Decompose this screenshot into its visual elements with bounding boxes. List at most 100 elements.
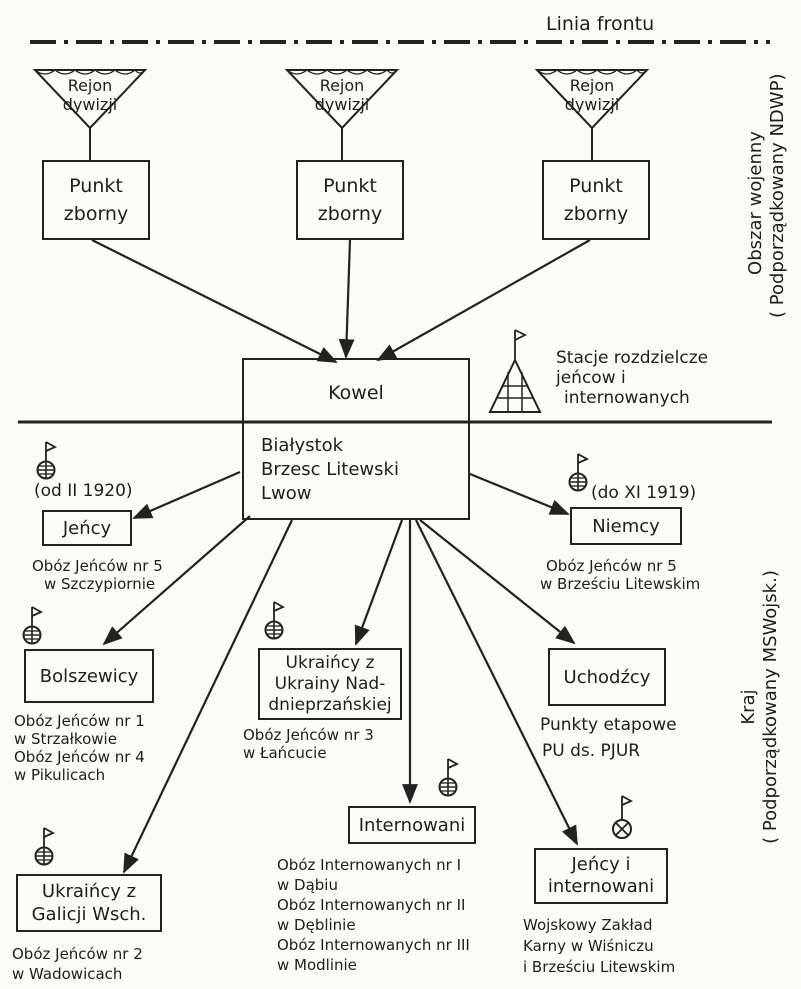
jency-int-title1: Jeńcy i <box>571 854 631 875</box>
niemcy-caption1: Obóz Jeńców nr 5 <box>546 557 677 575</box>
collection-point-line1: Punkt <box>569 175 623 197</box>
internowani-caption: Obóz Internowanych nr I w Dąbiu Obóz Int… <box>277 855 470 975</box>
niemcy-caption2: w Brześciu Litewskim <box>540 575 701 593</box>
ukraincy-nad-title1: Ukraińcy z <box>285 652 375 673</box>
jency-caption1: Obóz Jeńców nr 5 <box>32 557 163 575</box>
ukraincy-nad-box: Ukraińcy z Ukrainy Nad- dnieprzańskiej <box>258 648 402 720</box>
station-icon-internowani <box>438 758 458 797</box>
home-zone-line1: Kraj <box>738 689 759 725</box>
collection-point-line1: Punkt <box>323 175 377 197</box>
hub-box: Kowel Białystok Brzesc Litewski Lwow <box>242 358 470 520</box>
jency-caption: Obóz Jeńców nr 5 w Szczypiornie <box>32 557 163 593</box>
collection-point-line1: Punkt <box>69 175 123 197</box>
uchodzcy-caption: Punkty etapowe PU ds. PJUR <box>540 712 677 764</box>
collection-point-box-2: Punkt zborny <box>296 160 404 240</box>
hub-line1: Białystok <box>261 435 344 456</box>
bolszewicy-caption3: Obóz Jeńców nr 4 <box>14 748 145 766</box>
legend-line2: jeńcow i <box>556 368 626 388</box>
bolszewicy-caption4: w Pikulicach <box>14 766 106 784</box>
ukraincy-gal-caption2: w Wadowicach <box>12 965 123 983</box>
collection-point-box-3: Punkt zborny <box>542 160 650 240</box>
niemcy-caption: Obóz Jeńców nr 5 w Brześciu Litewskim <box>540 557 700 593</box>
arrow-cp3-kowel <box>376 239 591 361</box>
collection-point-line2: zborny <box>63 203 129 225</box>
arrow-hub-ukraincy-nad <box>354 519 404 646</box>
uchodzcy-caption1: Punkty etapowe <box>540 715 677 735</box>
bolszewicy-caption2: w Strzałkowie <box>14 730 117 748</box>
home-zone-line2: ( Podporządkowany MSWojsk.) <box>760 570 781 844</box>
internowani-caption3: Obóz Internowanych nr II <box>277 896 466 914</box>
arrow-hub-jency <box>132 470 241 520</box>
jency-caption2: w Szczypiornie <box>44 575 156 593</box>
arrow-hub-uchodzcy <box>419 519 576 645</box>
legend-text: Stacje rozdzielcze jeńcow i internowanyc… <box>556 348 708 408</box>
ukraincy-nad-caption1: Obóz Jeńców nr 3 <box>243 726 374 744</box>
internowani-caption5: Obóz Internowanych nr III <box>277 936 470 954</box>
division-triangle-2 <box>284 69 400 130</box>
uchodzcy-box: Uchodźcy <box>548 648 666 706</box>
war-zone-label: Obszar wojenny ( Podporządkowany NDWP) <box>745 73 789 318</box>
hub-line3: Lwow <box>261 483 312 504</box>
legend-line3: internowanych <box>564 388 690 408</box>
internowani-title: Internowani <box>358 814 466 836</box>
ukraincy-gal-caption: Obóz Jeńców nr 2 w Wadowicach <box>12 944 143 984</box>
collection-point-line2: zborny <box>317 203 383 225</box>
legend-line1: Stacje rozdzielcze <box>556 348 709 368</box>
war-zone-line1: Obszar wojenny <box>745 131 766 275</box>
bolszewicy-caption1: Obóz Jeńców nr 1 <box>14 712 145 730</box>
war-zone-line2: ( Podporządkowany NDWP) <box>767 73 788 318</box>
internowani-caption6: w Modlinie <box>277 956 357 974</box>
bolszewicy-box: Bolszewicy <box>24 649 154 703</box>
station-icon-niemcy <box>568 453 588 492</box>
arrow-hub-jency-int <box>415 519 578 846</box>
collection-point-line2: zborny <box>563 203 629 225</box>
bolszewicy-title: Bolszewicy <box>39 665 139 687</box>
ukraincy-gal-box: Ukraińcy z Galicji Wsch. <box>16 874 162 932</box>
internowani-box: Internowani <box>348 806 476 844</box>
station-penal-icon <box>612 795 634 839</box>
division-region-label-1: Rejon dywizji <box>62 76 118 114</box>
niemcy-date: (do XI 1919) <box>591 483 697 503</box>
jency-date: (od II 1920) <box>34 481 133 501</box>
ukraincy-nad-title2: Ukrainy Nad- <box>274 673 386 694</box>
division-triangle-1 <box>32 69 148 130</box>
ukraincy-gal-title2: Galicji Wsch. <box>31 904 147 925</box>
collection-point-box-1: Punkt zborny <box>42 160 150 240</box>
home-zone-label: Kraj ( Podporządkowany MSWojsk.) <box>738 552 782 862</box>
uchodzcy-caption2: PU ds. PJUR <box>542 741 641 761</box>
division-triangle-3 <box>534 69 650 130</box>
hub-line2: Brzesc Litewski <box>261 459 399 480</box>
ukraincy-nad-title3: dnieprzańskiej <box>268 694 392 715</box>
internowani-caption2: w Dąbiu <box>277 876 338 894</box>
jency-int-caption3: i Brześciu Litewskim <box>523 958 676 976</box>
jency-int-caption2: Karny w Wiśniczu <box>523 937 654 955</box>
bolszewicy-caption: Obóz Jeńców nr 1 w Strzałkowie Obóz Jeńc… <box>14 712 145 784</box>
ukraincy-gal-title1: Ukraińcy z <box>41 881 137 902</box>
station-icon-jency <box>36 441 56 480</box>
station-icon-ukraincy-nad <box>264 601 284 640</box>
internowani-caption4: w Dęblinie <box>277 916 356 934</box>
jency-int-caption1: Wojskowy Zakład <box>523 916 653 934</box>
arrow-hub-niemcy <box>469 472 570 516</box>
ukraincy-nad-caption: Obóz Jeńców nr 3 w Łańcucie <box>243 726 374 762</box>
front-line-label: Linia frontu <box>546 13 655 35</box>
kowel-label: Kowel <box>328 382 384 404</box>
arrow-cp2-kowel <box>338 239 355 359</box>
arrow-hub-ukraincy-gal <box>123 519 293 874</box>
jency-int-caption: Wojskowy Zakład Karny w Wiśniczu i Brześ… <box>523 915 675 978</box>
legend-station-icon <box>488 329 542 413</box>
division-region-label-2: Rejon dywizji <box>314 76 370 114</box>
niemcy-title: Niemcy <box>592 515 660 537</box>
niemcy-box: Niemcy <box>570 507 682 545</box>
arrow-cp1-kowel <box>91 239 338 363</box>
jency-int-box: Jeńcy i internowani <box>534 848 668 904</box>
arrow-hub-bolszewicy <box>102 515 251 646</box>
uchodzcy-title: Uchodźcy <box>563 666 651 688</box>
jency-title: Jeńcy <box>62 517 112 539</box>
ukraincy-nad-caption2: w Łańcucie <box>243 744 327 762</box>
station-icon-ukraincy-gal <box>34 827 54 866</box>
ukraincy-gal-caption1: Obóz Jeńców nr 2 <box>12 945 143 963</box>
jency-int-title2: internowani <box>547 876 655 897</box>
station-icon-bolszewicy <box>22 606 42 645</box>
